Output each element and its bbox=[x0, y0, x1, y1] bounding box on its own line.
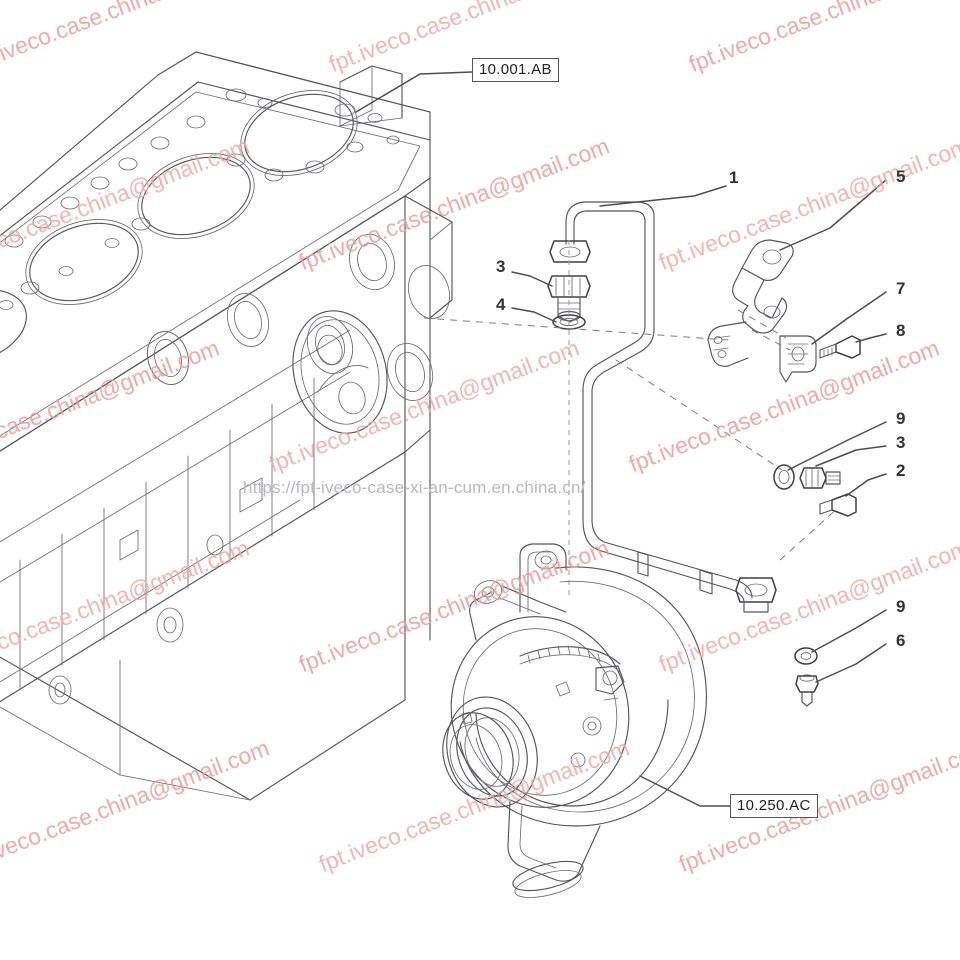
bolt-6-graphic bbox=[795, 674, 819, 707]
leader-7 bbox=[811, 291, 887, 345]
callout-8-screw[interactable]: 8 bbox=[896, 321, 906, 340]
reference-tag-turbocharger[interactable]: 10.250.AC bbox=[730, 794, 818, 818]
callout-3-banjo-bolt-upper[interactable]: 3 bbox=[496, 257, 506, 276]
screw-graphic bbox=[819, 335, 861, 359]
leader-8 bbox=[855, 333, 887, 343]
leader-9-upper bbox=[787, 421, 887, 471]
turbocharger-graphic bbox=[442, 543, 707, 898]
callout-9-washer-upper[interactable]: 9 bbox=[896, 409, 906, 428]
leader-3-lower bbox=[815, 445, 887, 467]
callout-1-oil-supply-tube[interactable]: 1 bbox=[729, 168, 739, 187]
oil-supply-tube-graphic bbox=[549, 201, 777, 613]
callout-9-washer-lower[interactable]: 9 bbox=[896, 597, 906, 616]
washer-lower-graphic bbox=[794, 647, 818, 665]
callout-5-bracket[interactable]: 5 bbox=[896, 167, 906, 186]
leader-10-001-ab bbox=[355, 71, 473, 113]
reference-tag-engine-block[interactable]: 10.001.AB bbox=[472, 58, 559, 82]
bracket-graphic bbox=[707, 239, 794, 367]
banjo-bolt-lower-graphic bbox=[799, 467, 841, 489]
leader-3-upper bbox=[511, 271, 553, 287]
clamp-graphic bbox=[779, 335, 817, 383]
leader-9-lower bbox=[811, 609, 887, 653]
leader-2 bbox=[845, 473, 887, 497]
leader-10-250-ac bbox=[639, 775, 731, 807]
tube-upper-nut bbox=[549, 240, 591, 263]
leader-1 bbox=[599, 185, 727, 207]
timing-gear-detail bbox=[292, 310, 388, 434]
callout-4-sealing-washer[interactable]: 4 bbox=[496, 295, 506, 314]
callout-3-banjo-bolt-lower[interactable]: 3 bbox=[896, 433, 906, 452]
callout-6-bolt[interactable]: 6 bbox=[896, 631, 906, 650]
leader-6 bbox=[815, 643, 887, 683]
engine-block-graphic bbox=[0, 51, 453, 801]
tube-lower-fitting bbox=[735, 577, 777, 613]
callout-7-clamp[interactable]: 7 bbox=[896, 279, 906, 298]
assembly-line-bracket-2 bbox=[737, 309, 787, 339]
url-watermark: https://fpt-iveco-case-xi-an-cum.en.chin… bbox=[243, 478, 586, 497]
callout-2-connector[interactable]: 2 bbox=[896, 461, 906, 480]
washer-upper-right-graphic bbox=[773, 464, 795, 490]
leader-5 bbox=[779, 179, 887, 251]
leader-4 bbox=[511, 307, 557, 323]
assembly-line-bracket bbox=[423, 317, 729, 341]
